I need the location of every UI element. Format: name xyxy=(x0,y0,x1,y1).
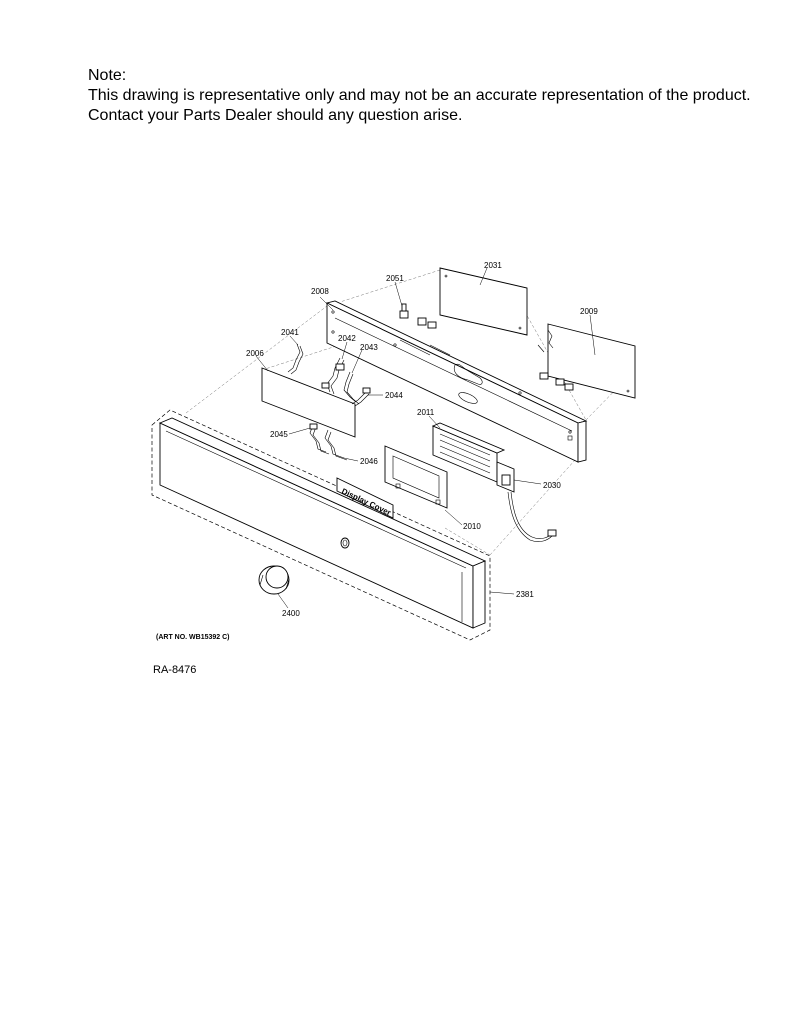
note-heading: Note: xyxy=(88,67,127,84)
label-2011: 2011 xyxy=(417,408,435,417)
note-line-representative: This drawing is representative only and … xyxy=(88,87,751,104)
label-2008: 2008 xyxy=(311,287,329,296)
label-2041: 2041 xyxy=(281,328,299,337)
label-2044: 2044 xyxy=(385,391,403,400)
label-2046: 2046 xyxy=(360,457,378,466)
part-2010-display-frame[interactable] xyxy=(384,445,448,509)
label-2031: 2031 xyxy=(484,261,502,270)
note-line-contact: Contact your Parts Dealer should any que… xyxy=(88,107,463,124)
part-2400-knob[interactable] xyxy=(258,565,290,595)
wire-harness-group-lower[interactable] xyxy=(309,423,348,461)
ra-number: RA-8476 xyxy=(153,664,197,676)
label-2006: 2006 xyxy=(246,349,264,358)
label-2010: 2010 xyxy=(463,522,481,531)
part-2011-display-board[interactable] xyxy=(431,422,506,483)
disclaimer-note: Note: This drawing is representative onl… xyxy=(88,66,751,126)
part-2006-panel-plate[interactable] xyxy=(261,367,356,438)
label-2009: 2009 xyxy=(580,307,598,316)
wire-harness-group-upper[interactable] xyxy=(287,343,371,407)
part-2030-connector-cable[interactable] xyxy=(496,461,557,542)
part-2031-cover-plate[interactable] xyxy=(439,267,528,336)
label-2051: 2051 xyxy=(386,274,404,283)
art-number: (ART NO. WB15392 C) xyxy=(156,634,230,641)
label-2042: 2042 xyxy=(338,334,356,343)
label-2030: 2030 xyxy=(543,481,561,490)
part-2008-panel-frame[interactable] xyxy=(325,300,588,463)
label-2400: 2400 xyxy=(282,609,300,618)
part-2381-front-panel[interactable] xyxy=(151,409,491,641)
part-number-labels: 2031 2051 2008 2009 2041 2042 2043 2006 … xyxy=(246,261,598,618)
knob-shaft-hole xyxy=(340,537,350,549)
part-2051-switches[interactable] xyxy=(399,303,574,391)
label-2381: 2381 xyxy=(516,590,534,599)
label-leader-lines xyxy=(255,267,596,609)
part-2009-cover-plate[interactable] xyxy=(547,323,636,399)
label-2043: 2043 xyxy=(360,343,378,352)
label-2045: 2045 xyxy=(270,430,288,439)
